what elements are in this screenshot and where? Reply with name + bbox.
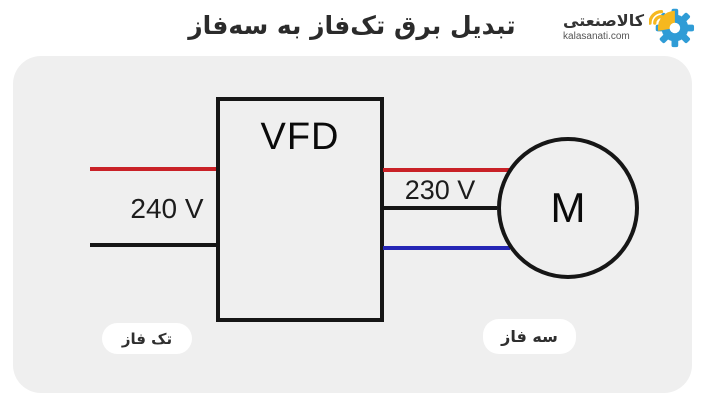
output-line-black <box>383 206 497 210</box>
motor-circle: M <box>497 137 639 279</box>
output-line-red <box>383 168 510 172</box>
diagram-card: 240 V VFD 230 V M تک فاز سه فاز <box>13 56 692 393</box>
brand-logo: کالاصنعتی kalasanati.com <box>563 4 695 50</box>
input-line-black <box>90 243 217 247</box>
brand-name: کالاصنعتی <box>563 11 644 31</box>
page-title: تبدیل برق تک‌فاز به سه‌فاز <box>188 11 516 40</box>
input-voltage-label: 240 V <box>130 193 204 224</box>
output-line-blue <box>383 246 510 250</box>
input-line-red <box>90 167 217 171</box>
vfd-box: VFD <box>216 97 384 322</box>
output-voltage-label: 230 V <box>404 175 476 205</box>
gear-wifi-icon <box>649 8 695 48</box>
brand-domain: kalasanati.com <box>563 30 630 42</box>
single-phase-badge: تک فاز <box>102 323 192 354</box>
brand-text: کالاصنعتی kalasanati.com <box>563 11 644 42</box>
three-phase-badge: سه فاز <box>483 319 576 354</box>
vfd-label: VFD <box>260 116 340 158</box>
motor-label: M <box>550 184 586 231</box>
